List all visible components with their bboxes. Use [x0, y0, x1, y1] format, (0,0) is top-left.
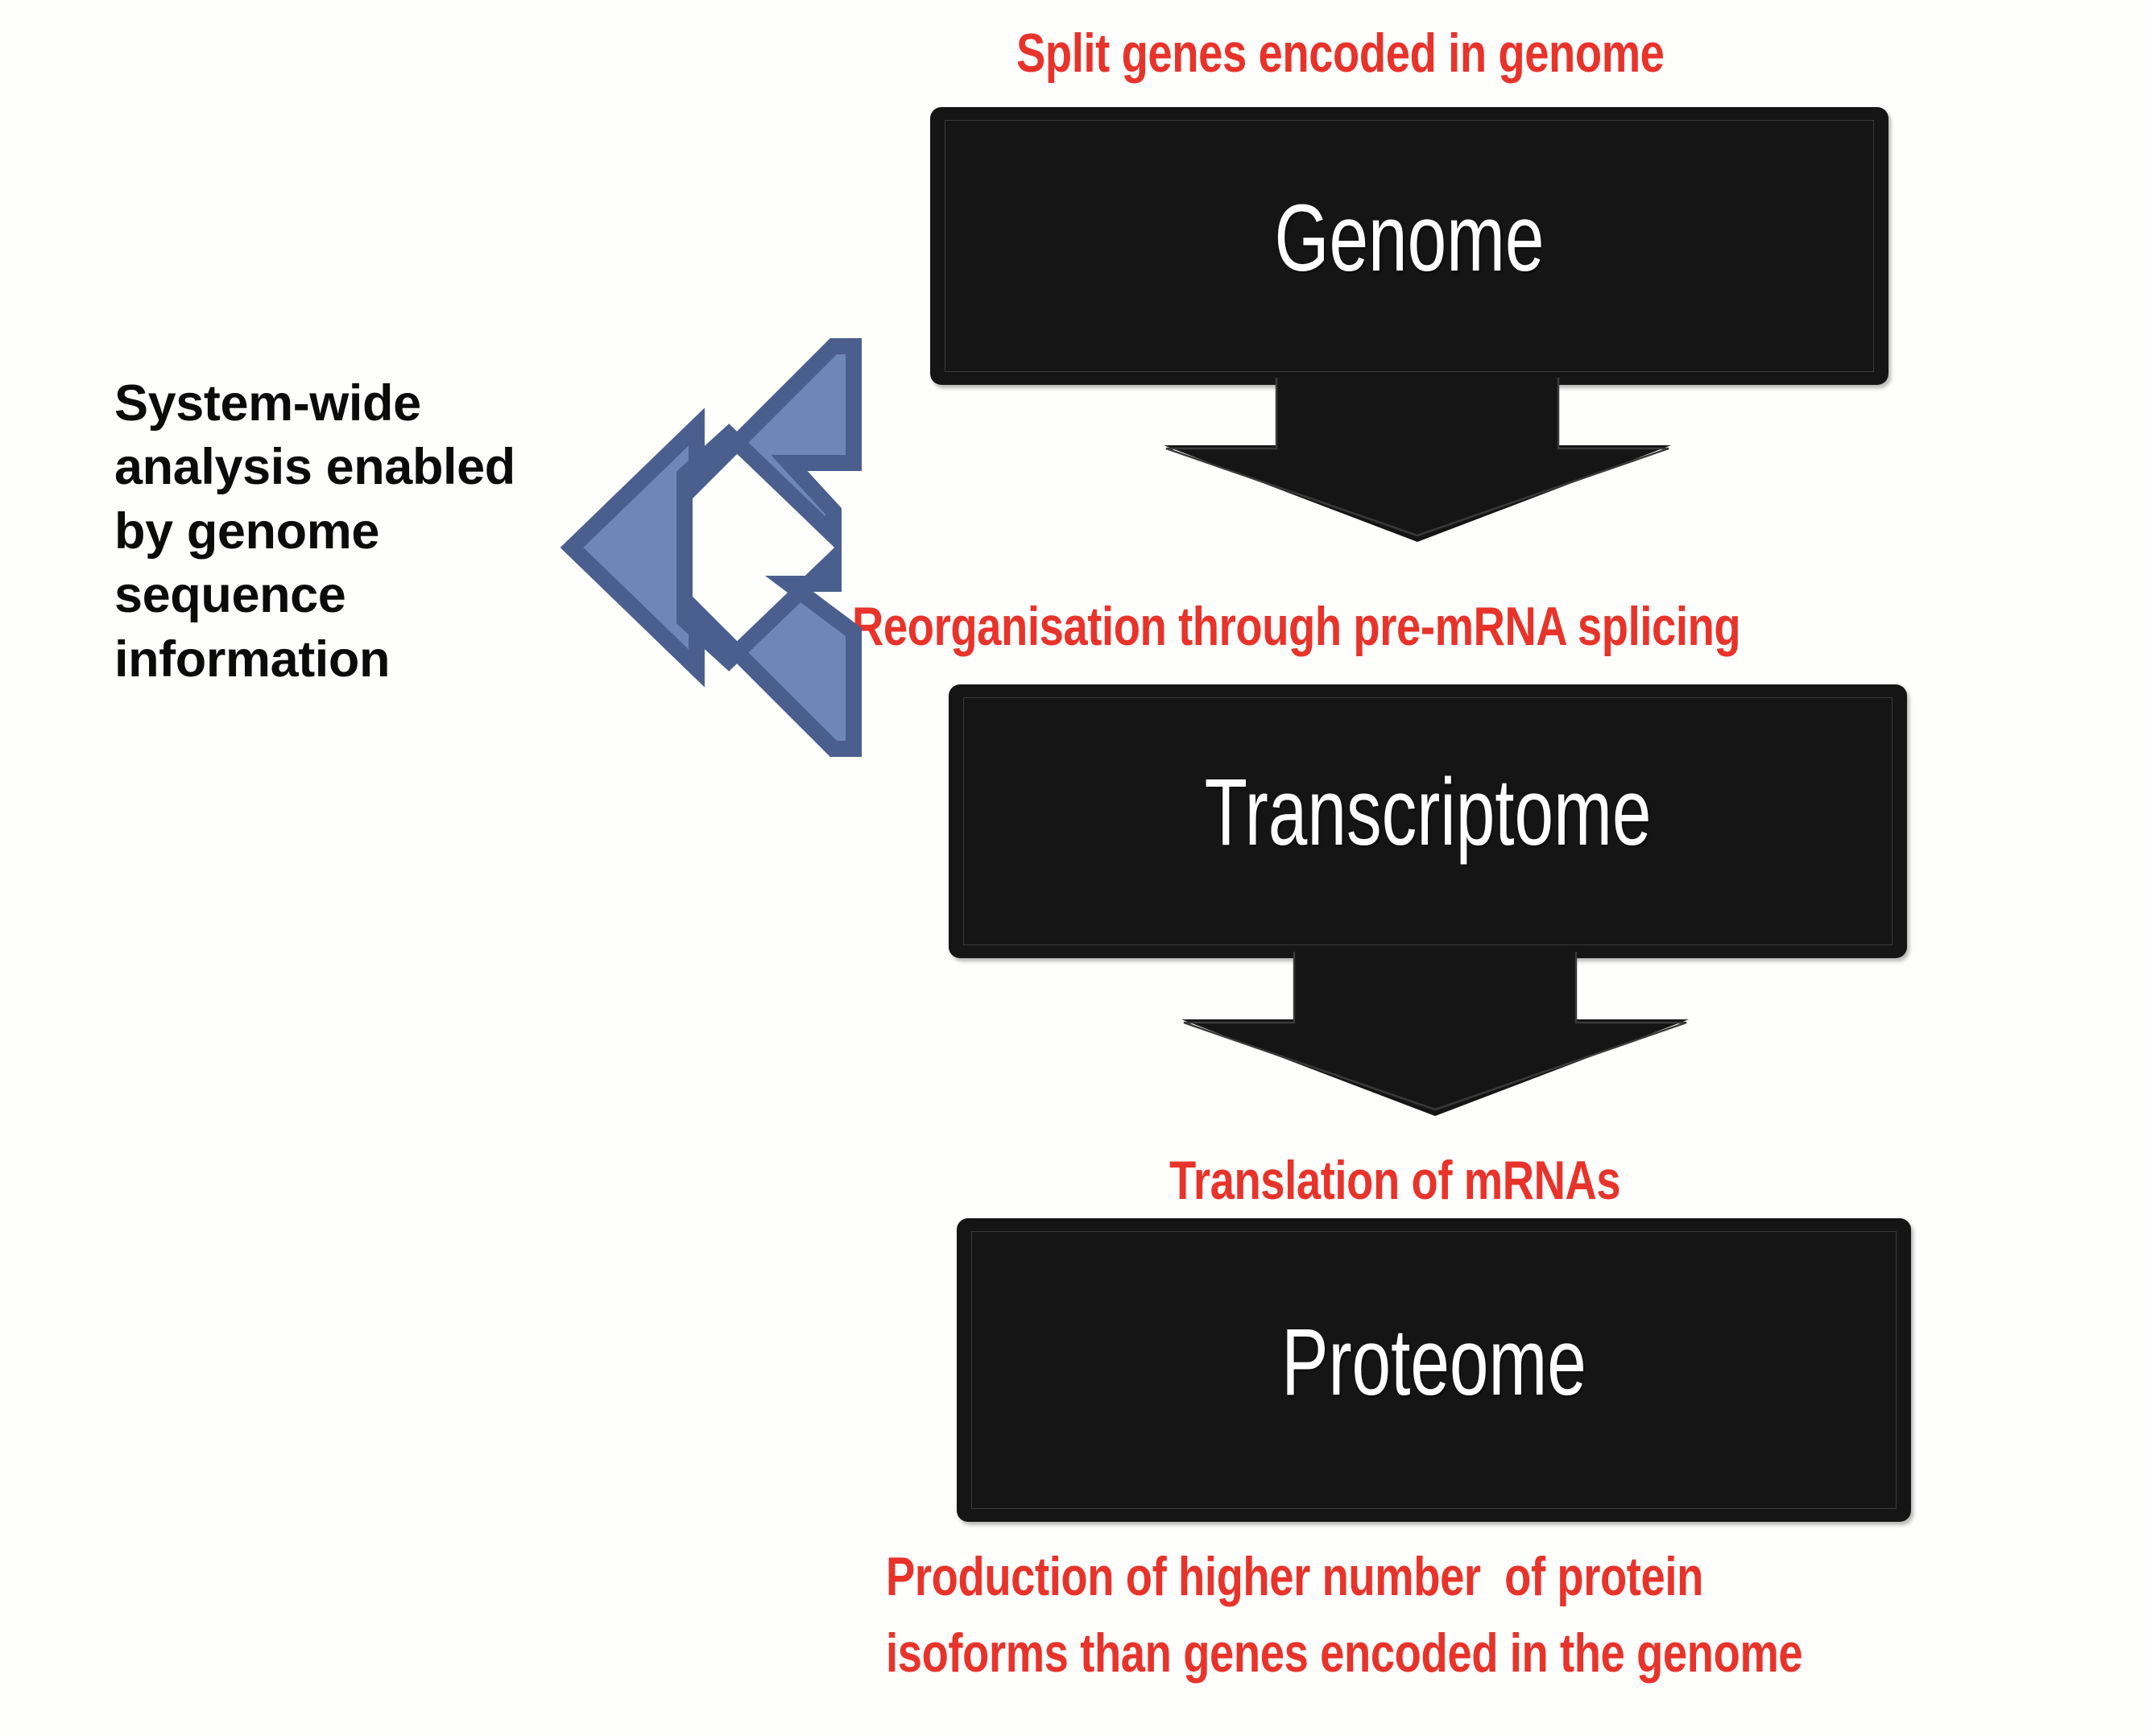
arrow-transcriptome-to-proteome [1181, 949, 1689, 1116]
caption-reorganisation-splicing: Reorganisation through pre-mRNA splicing [852, 596, 1741, 657]
stage-label-genome: Genome [1274, 185, 1545, 291]
caption-translation-of-mrnas: Translation of mRNAs [1169, 1150, 1621, 1211]
stage-box-transcriptome: Transcriptome [949, 684, 1907, 958]
arrow-genome-to-transcriptome [1164, 374, 1671, 542]
side-note-system-wide-analysis: System-wide analysis enabled by genome s… [114, 375, 515, 688]
caption-protein-isoforms-line1: Production of higher number of protein [886, 1546, 1703, 1607]
caption-split-genes: Split genes encoded in genome [1016, 23, 1665, 84]
stage-box-proteome: Proteome [957, 1218, 1911, 1522]
stage-label-proteome: Proteome [1281, 1309, 1586, 1416]
split-arrow-icon [560, 338, 862, 757]
stage-box-genome: Genome [930, 107, 1888, 385]
caption-protein-isoforms-line2: isoforms than genes encoded in the genom… [886, 1622, 1803, 1684]
stage-label-transcriptome: Transcriptome [1204, 759, 1652, 866]
